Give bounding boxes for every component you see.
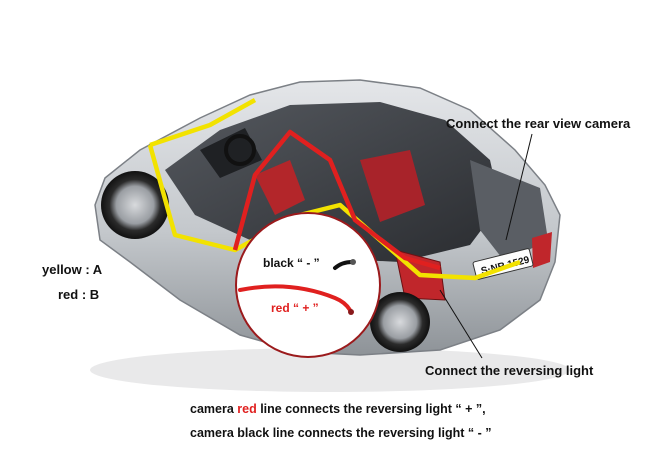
reversing-pointer-line (439, 289, 483, 359)
legend-red: red : B (58, 287, 100, 302)
trunk (470, 160, 548, 262)
red-wire-b (232, 129, 441, 271)
rear-camera-label: Connect the rear view camera (446, 116, 631, 131)
note-line-1: camera red line connects the reversing l… (190, 402, 486, 416)
inset-red-wire-label: red “ + ” (271, 301, 319, 315)
inset-black-wire-tip (350, 259, 356, 265)
inset-red-wire-tip (348, 309, 354, 315)
camera-pointer-line (505, 133, 533, 241)
car-shadow (90, 348, 570, 392)
tail-light-right (532, 232, 552, 268)
note-line-1-highlight: red (237, 402, 257, 416)
wheel-rear (370, 292, 430, 352)
inset-red-wire (238, 284, 352, 312)
note-line-2: camera black line connects the reversing… (190, 426, 492, 440)
inset-black-wire-label: black “ - ” (263, 256, 320, 270)
seat-front (255, 160, 305, 215)
reversing-light-label: Connect the reversing light (425, 363, 594, 378)
wheel-front (101, 171, 169, 239)
yellow-wire-a-upper (149, 98, 257, 148)
note-line-1-suffix: line connects the reversing light “ + ”, (256, 402, 486, 416)
dashboard (200, 128, 262, 178)
note-line-1-prefix: camera (190, 402, 238, 416)
steering-wheel (224, 134, 256, 166)
wire-detail-inset (235, 212, 381, 358)
seat-rear (360, 150, 425, 222)
legend-yellow: yellow : A (42, 262, 103, 277)
yellow-wire-a (147, 144, 521, 281)
